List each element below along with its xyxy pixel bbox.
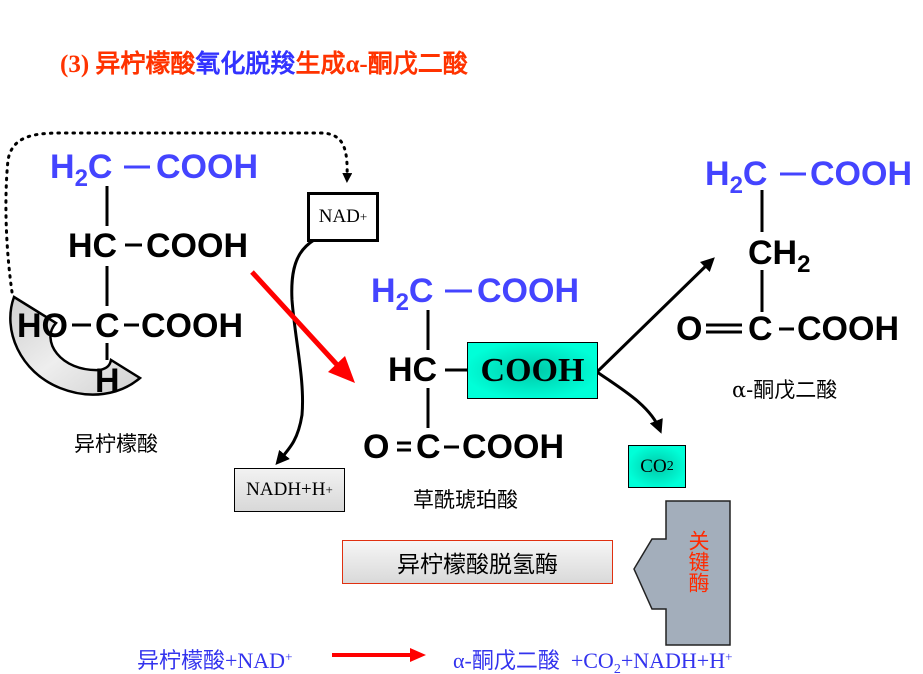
- equation-sup: +: [725, 649, 733, 664]
- isocitrate-row2-hc: HC: [68, 227, 118, 265]
- isocitrate-row3-c: C: [95, 307, 120, 345]
- title-number: (3): [60, 51, 90, 78]
- equation-sub: 2: [613, 662, 621, 674]
- co2-label: CO: [640, 455, 667, 477]
- atom: H: [50, 148, 75, 186]
- enzyme-label: 异柠檬酸脱氢酶: [397, 552, 558, 578]
- nad-box: NAD+: [307, 192, 379, 242]
- equation-right: α-酮戊二酸 +CO2+NADH+H+: [453, 643, 732, 674]
- title-part2: 氧化脱羧: [195, 51, 296, 78]
- arrow-to-co2: [596, 370, 663, 434]
- akg-row1-cooh: COOH: [810, 155, 912, 193]
- reaction-arrow-red: [250, 270, 342, 370]
- nadh-box: NADH+H+: [234, 468, 345, 512]
- nad-reduction-arrow: [275, 228, 339, 466]
- subscript: 2: [395, 289, 409, 316]
- title-part1: 异柠檬酸: [95, 51, 196, 78]
- dotted-hydrogen-transfer-arrow: [4, 131, 353, 294]
- title-part3: 生成α-酮戊二酸: [295, 51, 468, 78]
- atom: C: [742, 155, 768, 193]
- enzyme-name-box: 异柠檬酸脱氢酶: [342, 540, 613, 584]
- oxalosuccinate-row1-cooh: COOH: [477, 272, 579, 310]
- akg-row3-c: C: [748, 310, 773, 348]
- enzyme-shield-shape: [9, 295, 143, 396]
- subscript: 2: [74, 165, 88, 192]
- equation-reactants: 异柠檬酸+NAD: [137, 648, 286, 673]
- oxalosuccinate-row2-hc: HC: [388, 351, 438, 389]
- oxalosuccinate-row3-cooh: COOH: [462, 428, 564, 466]
- equation-sup: +: [285, 649, 293, 664]
- akg-row3-o: O: [676, 310, 703, 348]
- equation-products-a: α-酮戊二酸 +CO: [453, 648, 614, 673]
- key-enzyme-arrow-shape: [633, 500, 731, 646]
- isocitrate-row4-h: H: [95, 362, 120, 400]
- isocitrate-row2-cooh: COOH: [146, 227, 248, 265]
- subscript: 2: [797, 251, 811, 278]
- akg-label: α-酮戊二酸: [732, 378, 838, 402]
- atom: C: [87, 148, 113, 186]
- slide-title: (3) 异柠檬酸氧化脱羧生成α-酮戊二酸: [60, 44, 468, 80]
- nad-label: NAD: [318, 206, 360, 227]
- isocitrate-row3-cooh: COOH: [141, 307, 243, 345]
- oxalosuccinate-row3-o: O: [363, 428, 390, 466]
- equation-left: 异柠檬酸+NAD+: [137, 643, 292, 674]
- isocitrate-label: 异柠檬酸: [74, 432, 158, 456]
- oxalosuccinate-row1: H2C: [371, 272, 434, 315]
- nadh-label: NADH+H: [246, 479, 326, 500]
- akg-row1: H2C: [705, 155, 768, 198]
- akg-row3-cooh: COOH: [797, 310, 899, 348]
- subscript: 2: [729, 172, 743, 199]
- akg-row2: CH2: [748, 234, 810, 277]
- isocitrate-row3-ho: HO: [17, 307, 68, 345]
- equation-products-b: +NADH+H: [620, 648, 726, 673]
- arrow-to-alpha-ketoglutarate: [595, 257, 715, 374]
- atom: CH: [748, 234, 798, 272]
- oxalosuccinate-row2-cooh: COOH: [480, 351, 585, 389]
- isocitrate-row1: H2C: [50, 148, 113, 191]
- atom: H: [705, 155, 730, 193]
- atom: H: [371, 272, 396, 310]
- reaction-arrowhead-red: [328, 356, 355, 383]
- decarboxylated-cooh-highlight: COOH: [467, 342, 598, 399]
- equation-arrowhead: [410, 648, 426, 662]
- oxalosuccinate-row3-c: C: [416, 428, 441, 466]
- oxalosuccinate-label: 草酰琥珀酸: [413, 488, 518, 512]
- atom: C: [408, 272, 434, 310]
- isocitrate-row1-cooh: COOH: [156, 148, 258, 186]
- key-enzyme-label: 关键酶: [686, 530, 710, 593]
